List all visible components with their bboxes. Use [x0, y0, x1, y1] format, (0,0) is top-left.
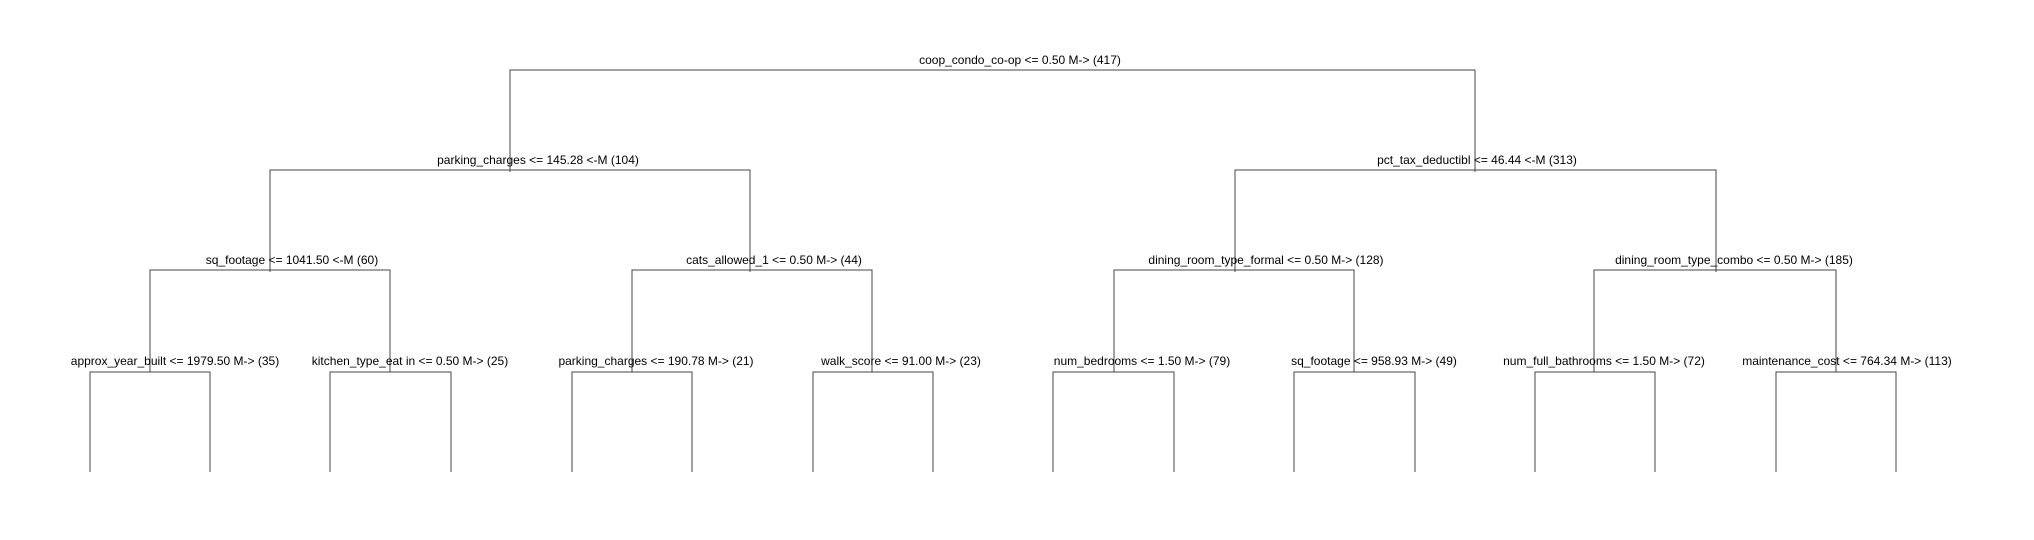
- branch-llr: [329, 371, 452, 472]
- node-lrr-label: walk_score <= 91.00 M-> (23): [820, 354, 981, 368]
- branch-r: [1234, 169, 1717, 272]
- branch-ll: [149, 269, 391, 372]
- branch-root: [509, 69, 1476, 172]
- node-l-label: parking_charges <= 145.28 <-M (104): [437, 153, 639, 167]
- branch-rrr: [1775, 371, 1897, 472]
- node-rrl-label: num_full_bathrooms <= 1.50 M-> (72): [1503, 354, 1705, 368]
- node-lll-label: approx_year_built <= 1979.50 M-> (35): [71, 354, 279, 368]
- branch-lr: [631, 269, 873, 372]
- node-root-label: coop_condo_co-op <= 0.50 M-> (417): [919, 53, 1121, 67]
- node-ll-label: sq_footage <= 1041.50 <-M (60): [206, 253, 378, 267]
- node-rr-label: dining_room_type_combo <= 0.50 M-> (185): [1615, 253, 1853, 267]
- branch-lll: [89, 371, 211, 472]
- branch-rr: [1593, 269, 1837, 372]
- node-rl-label: dining_room_type_formal <= 0.50 M-> (128…: [1148, 253, 1383, 267]
- node-lr-label: cats_allowed_1 <= 0.50 M-> (44): [686, 253, 862, 267]
- branch-rll: [1052, 371, 1175, 472]
- node-rll-label: num_bedrooms <= 1.50 M-> (79): [1054, 354, 1230, 368]
- branch-rrl: [1534, 371, 1656, 472]
- node-r-label: pct_tax_deductibl <= 46.44 <-M (313): [1377, 153, 1577, 167]
- branch-lrr: [812, 371, 934, 472]
- node-rlr-label: sq_footage <= 958.93 M-> (49): [1291, 354, 1457, 368]
- node-rrr-label: maintenance_cost <= 764.34 M-> (113): [1742, 354, 1952, 368]
- branch-lrl: [571, 371, 693, 472]
- branch-rl: [1113, 269, 1355, 372]
- branch-rlr: [1293, 371, 1416, 472]
- node-llr-label: kitchen_type_eat in <= 0.50 M-> (25): [312, 354, 508, 368]
- node-lrl-label: parking_charges <= 190.78 M-> (21): [558, 354, 753, 368]
- branch-l: [269, 169, 751, 272]
